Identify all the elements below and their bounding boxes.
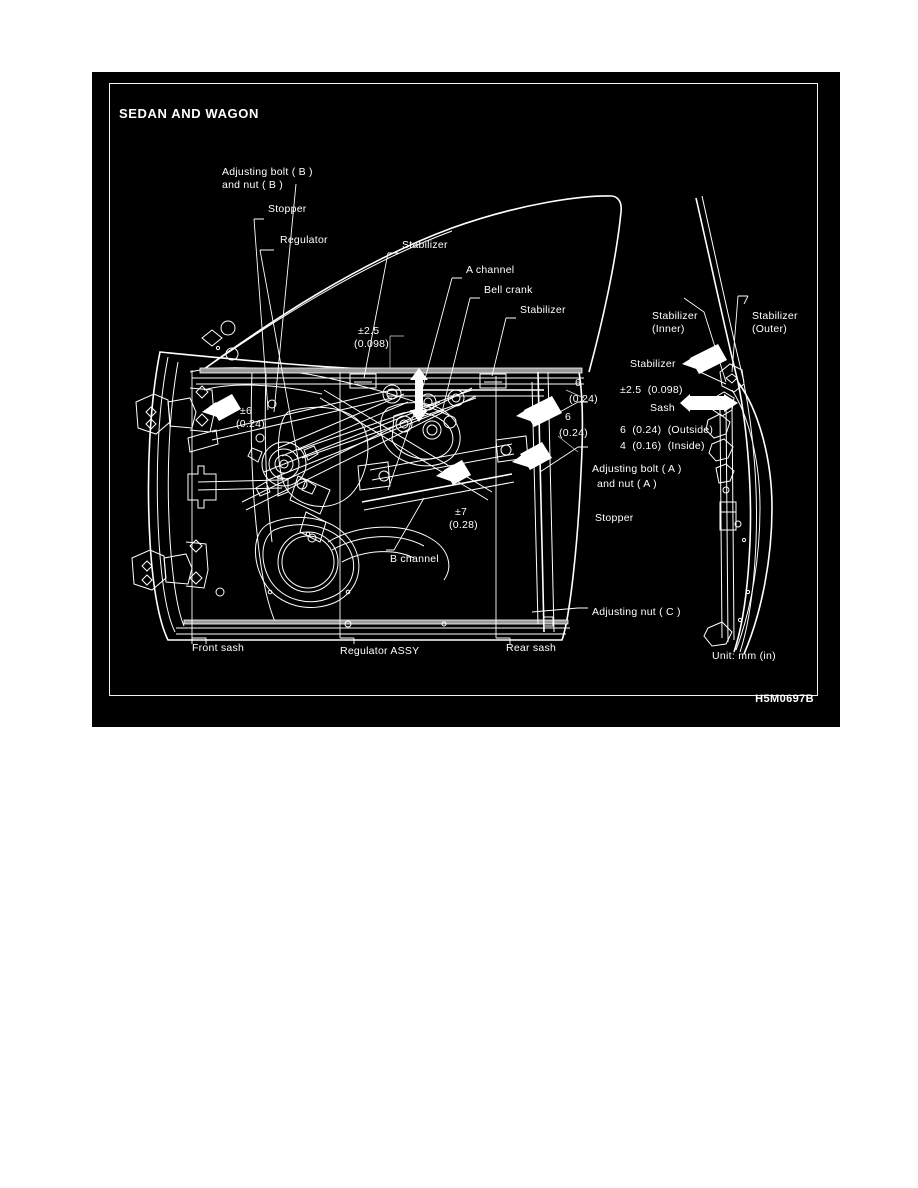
label-stabilizer-2: Stabilizer xyxy=(520,304,566,316)
label-adjusting-bolt-b-line2: and nut ( B ) xyxy=(222,179,284,191)
channel-shoe-left xyxy=(349,373,377,389)
label-adjusting-bolt-b-line1: Adjusting bolt ( B ) xyxy=(222,166,313,178)
dim-tol-6-left-line2: (0.24) xyxy=(236,418,265,430)
label-front-sash: Front sash xyxy=(192,642,245,654)
dim-right-sash-inside: 4 (0.16) (Inside) xyxy=(620,440,705,452)
sash-stabilizer-fastener-upper xyxy=(719,363,745,393)
label-stopper-right: Stopper xyxy=(595,512,634,524)
front-hinge-lower xyxy=(131,539,209,591)
door-panel-outline xyxy=(147,351,584,641)
figure-title: SEDAN AND WAGON xyxy=(119,106,259,121)
adjust-arrow-right-b xyxy=(512,442,552,470)
regulator-motor xyxy=(247,441,331,543)
dim-right-sash-heading: Sash xyxy=(650,402,675,414)
window-glass-rear-edge xyxy=(588,195,622,373)
b-channel-rail xyxy=(361,473,513,503)
dim-tol-2-5-line2: (0.098) xyxy=(354,338,390,350)
dim-right-stabilizer-heading: Stabilizer xyxy=(630,358,676,370)
regulator-linkage xyxy=(187,384,529,511)
adjust-arrow-vertical xyxy=(410,368,428,422)
dim-tol-7-line2: (0.28) xyxy=(449,519,478,531)
dim-tol-7-line1: ±7 xyxy=(455,506,468,518)
label-stabilizer-outer-line1: Stabilizer xyxy=(752,310,798,322)
figure-code: H5M0697B xyxy=(755,693,814,705)
label-adjusting-nut-c: Adjusting nut ( C ) xyxy=(592,606,681,618)
figure-panel: SEDAN AND WAGON Adjusting bolt ( B ) and… xyxy=(92,72,840,727)
front-hinge-upper xyxy=(135,385,215,435)
label-regulator: Regulator xyxy=(280,234,328,246)
dim-tol-6-a-line1: 6 xyxy=(575,377,582,389)
label-bell-crank: Bell crank xyxy=(484,284,533,296)
label-adjusting-bolt-a-line2: and nut ( A ) xyxy=(597,478,657,490)
right-sash-arrow xyxy=(680,394,738,412)
adjust-arrow-center-low xyxy=(436,460,471,485)
leader-lines xyxy=(191,183,749,644)
adjust-arrow-left-diagonal xyxy=(202,394,241,421)
adjust-arrow-right-a xyxy=(516,396,562,427)
belt-line-rail xyxy=(199,367,583,374)
dim-tol-6-a-line2: (0.24) xyxy=(569,393,598,405)
label-stopper-top: Stopper xyxy=(268,203,307,215)
rear-sash-member xyxy=(537,371,545,633)
channel-shoe-right xyxy=(479,373,507,389)
label-a-channel: A channel xyxy=(466,264,515,276)
dim-tol-6-b-line2: (0.24) xyxy=(559,427,588,439)
label-stabilizer-inner-line2: (Inner) xyxy=(652,323,685,335)
right-stabilizer-arrow xyxy=(682,344,727,374)
label-regulator-assy: Regulator ASSY xyxy=(340,645,420,657)
label-stabilizer-inner-line1: Stabilizer xyxy=(652,310,698,322)
sash-section-view xyxy=(695,195,773,655)
label-rear-sash: Rear sash xyxy=(506,642,557,654)
dim-tol-6-b-line1: 6 xyxy=(565,411,572,423)
dim-tol-2-5-line1: ±2.5 xyxy=(358,325,380,337)
window-glass-top-curve xyxy=(199,195,613,373)
dim-tol-6-left-line1: ±6 xyxy=(240,405,253,417)
door-assembly-illustration xyxy=(131,183,773,655)
dim-right-sash-outside: 6 (0.24) (Outside) xyxy=(620,424,714,436)
unit-note: Unit: mm (in) xyxy=(712,650,776,662)
label-b-channel: B channel xyxy=(390,553,439,565)
label-stabilizer-1: Stabilizer xyxy=(402,239,448,251)
dim-right-stabilizer-value: ±2.5 (0.098) xyxy=(620,384,683,396)
label-adjusting-bolt-a-line1: Adjusting bolt ( A ) xyxy=(592,463,682,475)
label-stabilizer-outer-line2: (Outer) xyxy=(752,323,788,335)
